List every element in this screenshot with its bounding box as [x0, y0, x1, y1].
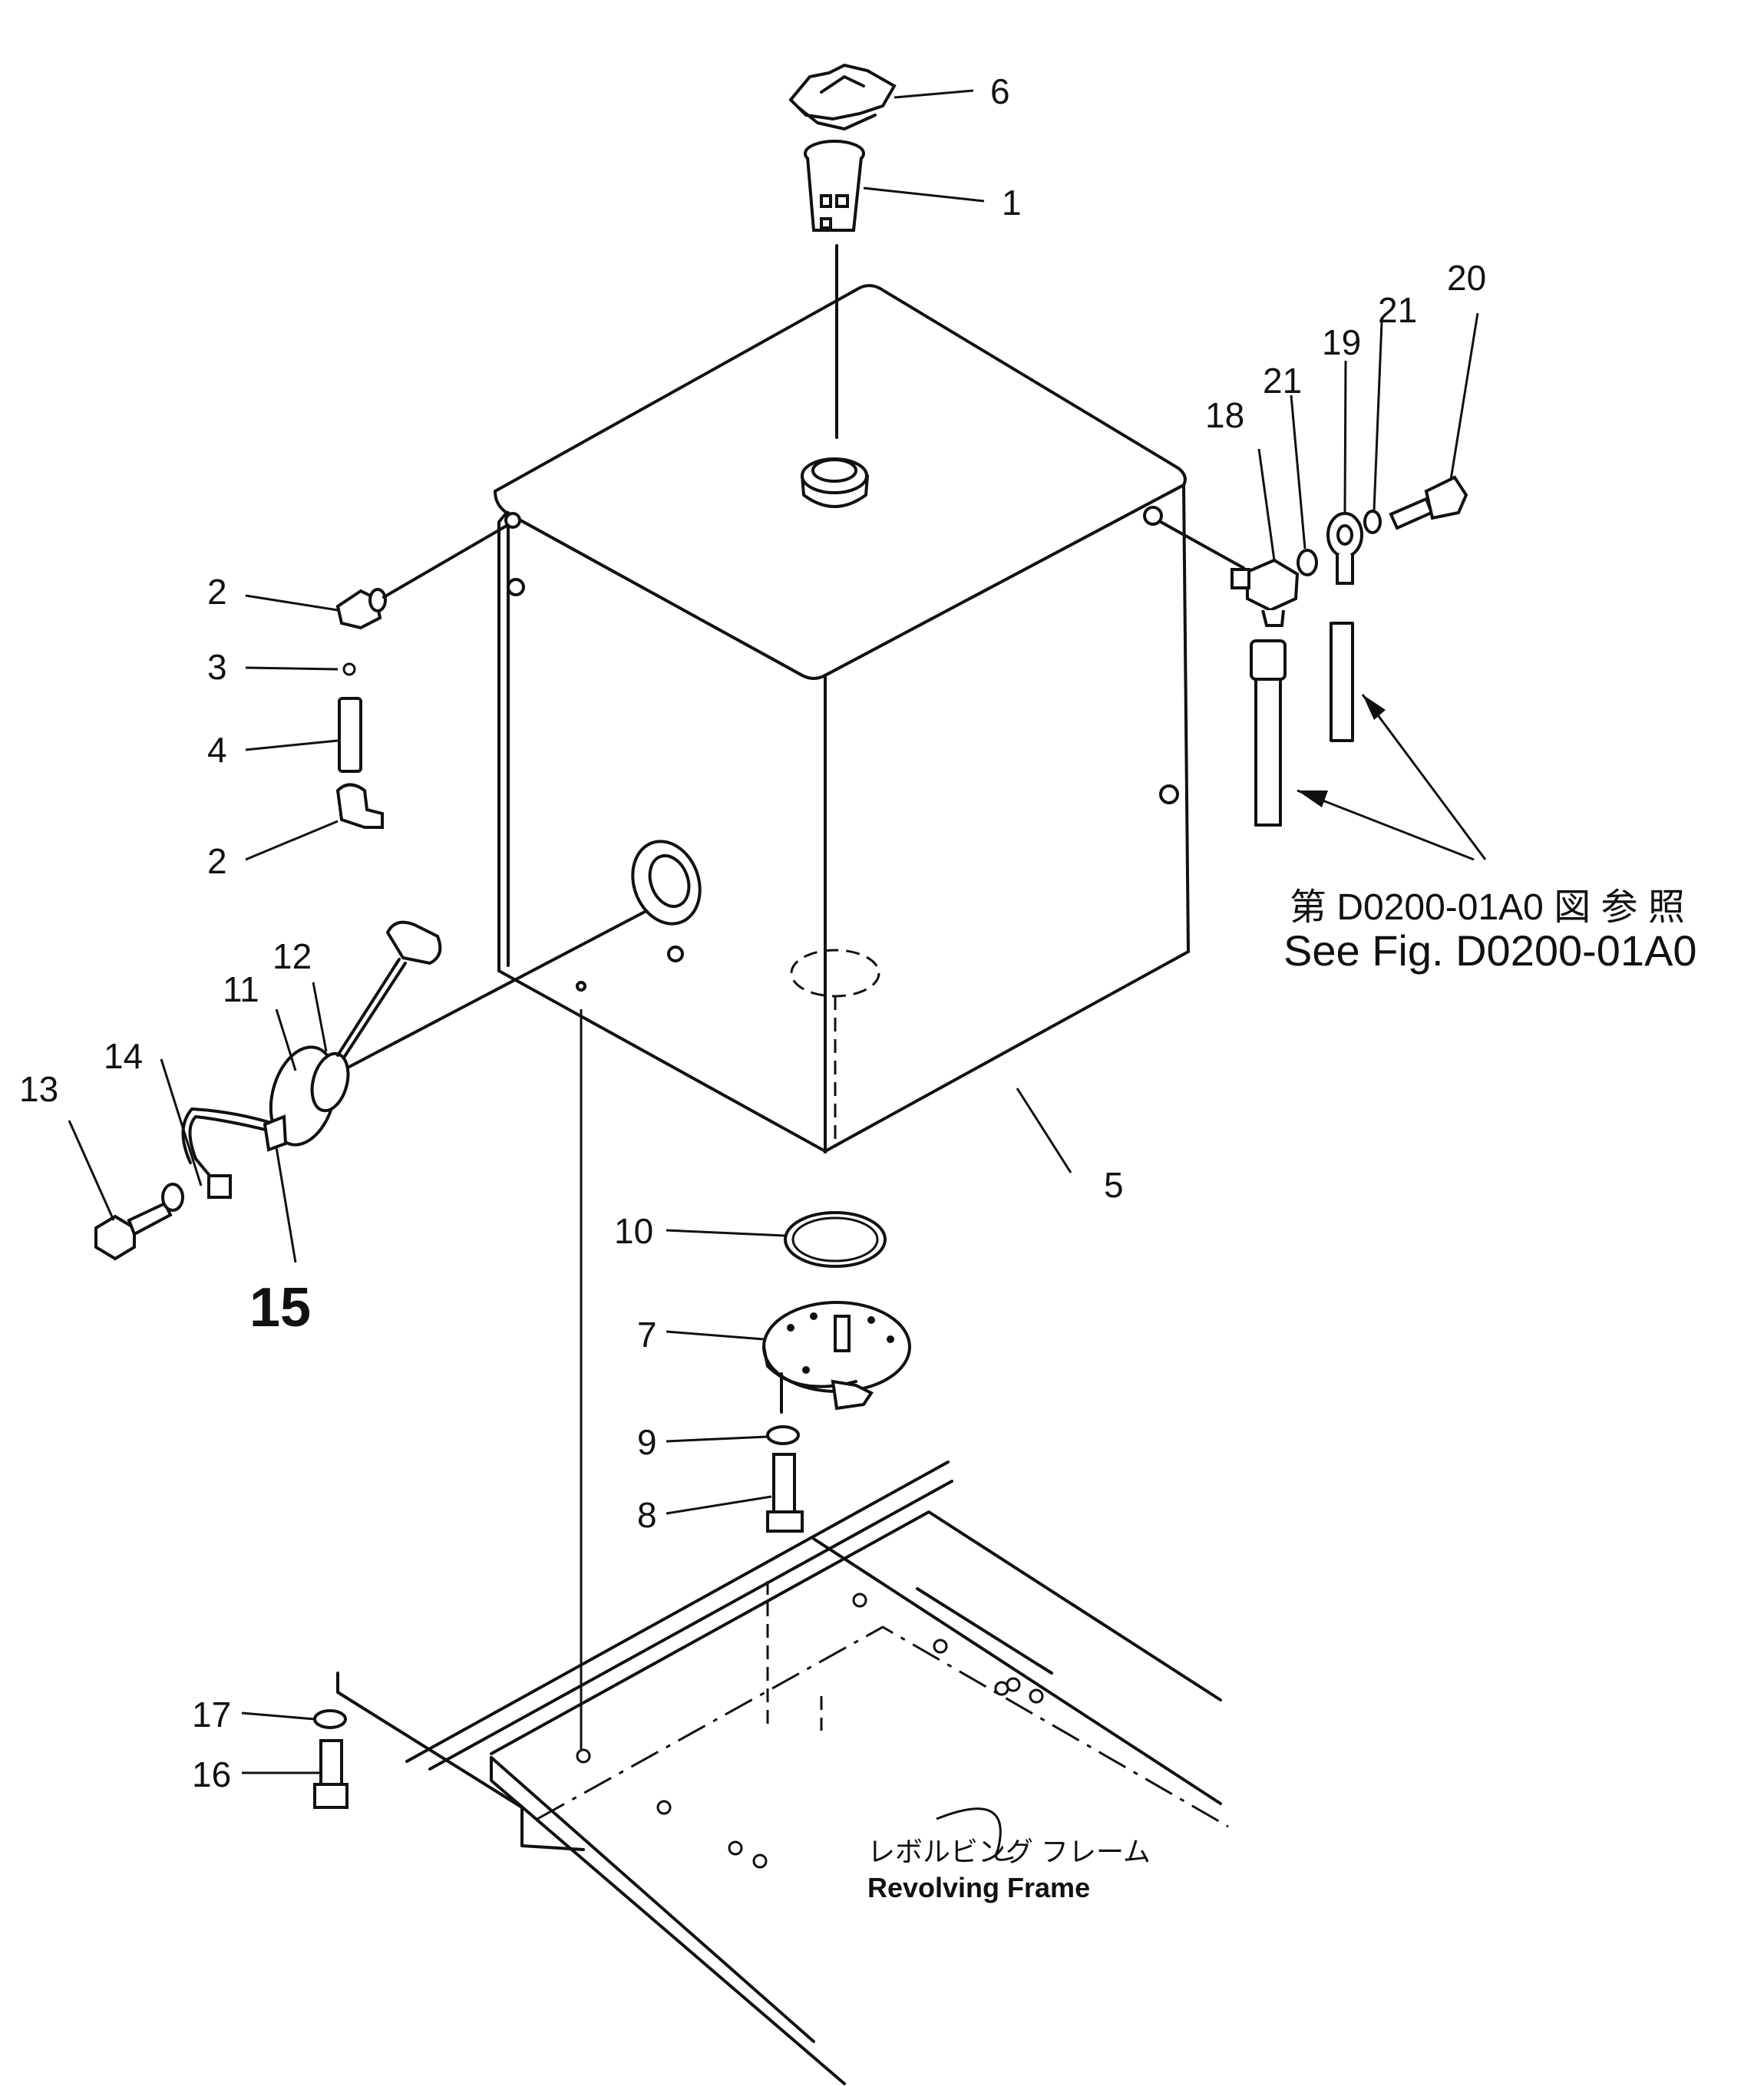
label-part-18: 18	[1205, 395, 1244, 435]
reference-note-en: See Fig. D0200-01A0	[1283, 926, 1697, 975]
label-part-10: 10	[614, 1211, 653, 1251]
filler-cap	[788, 63, 897, 130]
right-fittings	[1159, 475, 1487, 861]
label-part-19: 19	[1322, 322, 1361, 362]
label-part-5: 5	[1104, 1165, 1124, 1205]
label-part-2a: 2	[207, 572, 227, 612]
label-part-4: 4	[207, 730, 227, 770]
label-part-17: 17	[192, 1695, 231, 1734]
notes: 第 D0200-01A0 図 参 照 See Fig. D0200-01A0 レ…	[867, 887, 1697, 1903]
label-part-14: 14	[104, 1036, 143, 1076]
label-part-21b: 21	[1263, 361, 1302, 401]
leader-lines	[68, 89, 1479, 1774]
label-part-21a: 21	[1378, 290, 1417, 330]
level-gauge	[94, 910, 646, 1261]
strainer	[804, 140, 865, 232]
label-part-1: 1	[1002, 183, 1022, 223]
label-part-20: 20	[1447, 258, 1486, 298]
revolving-frame	[313, 1009, 1229, 2085]
label-part-8: 8	[637, 1495, 657, 1535]
label-part-6: 6	[990, 71, 1010, 111]
left-fittings	[335, 524, 508, 829]
label-part-11: 11	[223, 969, 259, 1009]
reference-note-jp: 第 D0200-01A0 図 参 照	[1290, 887, 1685, 928]
label-part-7: 7	[637, 1315, 657, 1355]
part-labels: 6 1 20 21 19 21 18 2 3 4 2 12 11 14 13 1…	[19, 71, 1486, 1794]
drain-parts	[762, 1211, 911, 1533]
label-part-15: 15	[249, 1277, 311, 1338]
tank-body	[493, 284, 1191, 1154]
label-part-3: 3	[207, 647, 227, 687]
label-part-16: 16	[192, 1754, 231, 1794]
label-part-9: 9	[637, 1422, 657, 1462]
frame-label-en: Revolving Frame	[867, 1872, 1090, 1903]
label-part-2b: 2	[207, 841, 227, 881]
label-part-13: 13	[19, 1069, 58, 1109]
frame-label-jp: レボルビング フレーム	[867, 1836, 1151, 1867]
label-part-12: 12	[273, 936, 312, 976]
